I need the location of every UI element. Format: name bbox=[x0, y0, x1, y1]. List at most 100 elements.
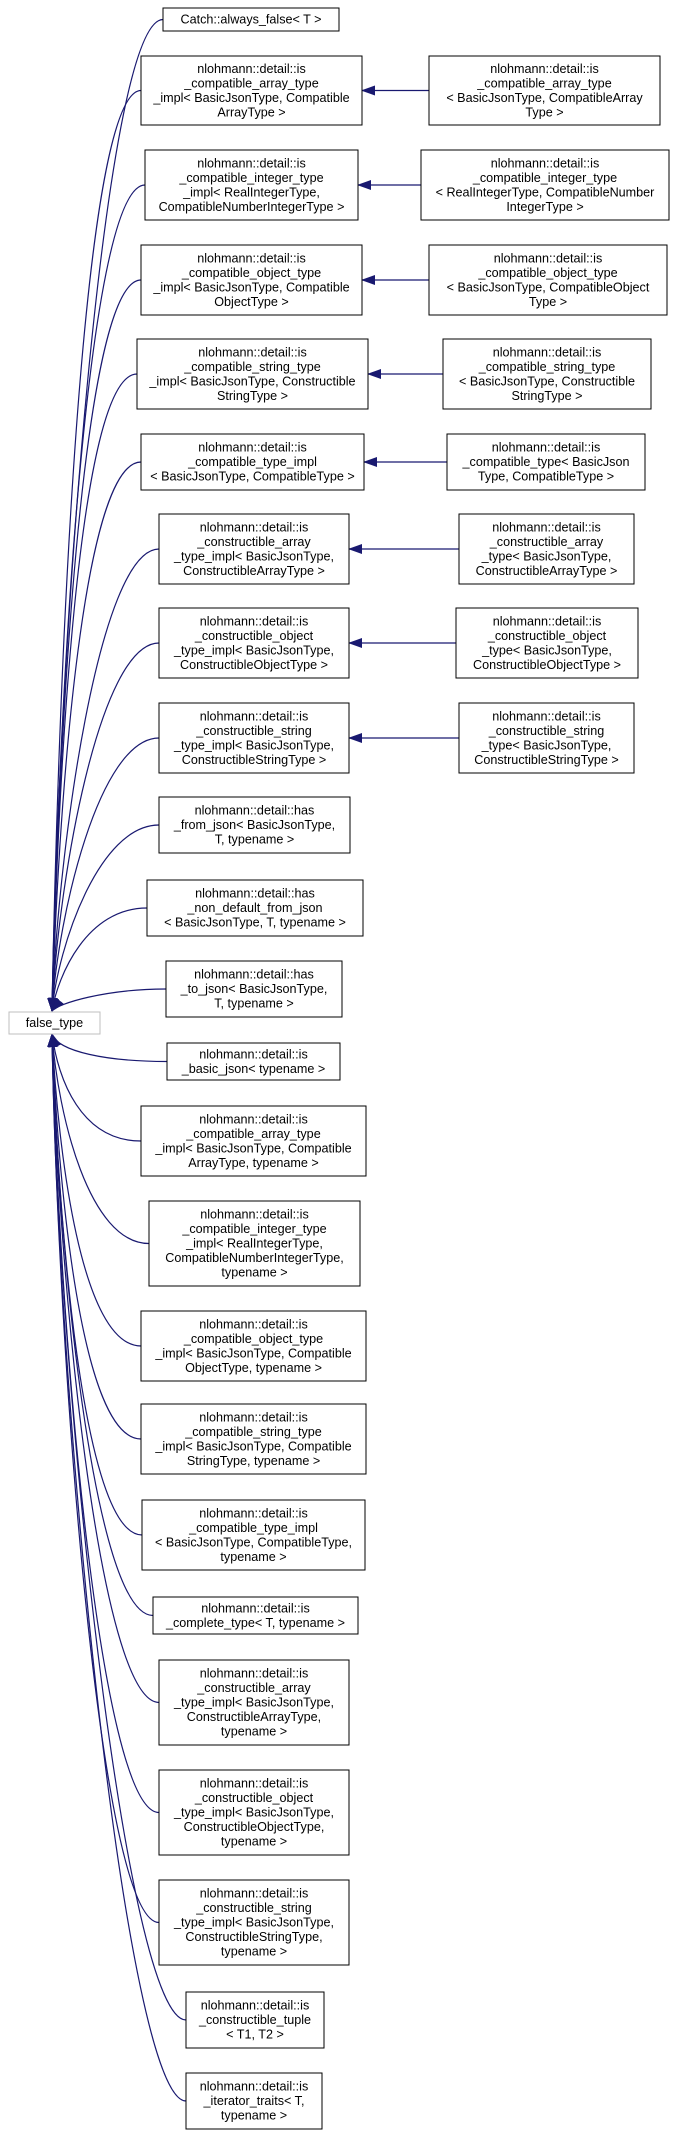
class-node-n19[interactable]: nlohmann::detail::is_complete_type< T, t… bbox=[152, 1596, 359, 1635]
class-node-n12-label-line: T, typename > bbox=[214, 997, 293, 1011]
edge-n11-to-root bbox=[49, 907, 148, 1012]
false-type-node[interactable]: false_type bbox=[8, 1011, 101, 1035]
class-node-n7[interactable]: nlohmann::detail::is_constructible_array… bbox=[158, 513, 350, 585]
class-node-n9[interactable]: nlohmann::detail::is_constructible_strin… bbox=[158, 702, 350, 774]
class-node-n14-label-line: ArrayType, typename > bbox=[188, 1156, 319, 1170]
class-node-n21-label-line: _type_impl< BasicJsonType, bbox=[173, 1806, 334, 1820]
class-node-n11-label-line: _non_default_from_json bbox=[186, 901, 322, 915]
derived-class-node-d7-box bbox=[458, 513, 635, 585]
edge-n15-to-root bbox=[47, 1033, 150, 1245]
class-node-n6-label-line: nlohmann::detail::is bbox=[198, 441, 307, 455]
edge-n10-to-root bbox=[48, 824, 160, 1012]
class-node-n20[interactable]: nlohmann::detail::is_constructible_array… bbox=[158, 1659, 350, 1746]
edge-n6-to-root bbox=[47, 461, 142, 1012]
class-node-n4-label-line: _impl< BasicJsonType, Compatible bbox=[152, 280, 349, 294]
class-node-n17-label-line: StringType, typename > bbox=[187, 1454, 320, 1468]
class-node-n24[interactable]: nlohmann::detail::is_iterator_traits< T,… bbox=[185, 2072, 323, 2130]
class-node-n3-label-line: CompatibleNumberIntegerType > bbox=[159, 200, 345, 214]
class-node-n10[interactable]: nlohmann::detail::has_from_json< BasicJs… bbox=[158, 796, 351, 854]
class-node-n21[interactable]: nlohmann::detail::is_constructible_objec… bbox=[158, 1769, 350, 1856]
class-node-n1[interactable]: Catch::always_false< T > bbox=[162, 7, 340, 32]
edge-n19-to-root bbox=[47, 1033, 154, 1617]
class-node-n24-box bbox=[185, 2072, 323, 2130]
class-node-n8-label-line: _constructible_object bbox=[194, 629, 314, 643]
edge-n7-to-root bbox=[47, 548, 160, 1012]
derived-class-node-d7[interactable]: nlohmann::detail::is_constructible_array… bbox=[458, 513, 635, 585]
class-node-n2-label-line: _compatible_array_type bbox=[183, 76, 318, 90]
class-node-n23[interactable]: nlohmann::detail::is_constructible_tuple… bbox=[185, 1991, 325, 2049]
class-node-n19-label-line: nlohmann::detail::is bbox=[201, 1601, 310, 1615]
class-node-n17[interactable]: nlohmann::detail::is_compatible_string_t… bbox=[140, 1403, 367, 1475]
class-node-n17-label-line: _compatible_string_type bbox=[184, 1425, 322, 1439]
class-node-n17-label-line: _impl< BasicJsonType, Compatible bbox=[154, 1439, 351, 1453]
class-node-n8-label-line: nlohmann::detail::is bbox=[200, 614, 309, 628]
class-node-n9-label-line: _constructible_string bbox=[195, 724, 312, 738]
derived-class-node-d6-label-line: Type, CompatibleType > bbox=[478, 470, 614, 484]
class-node-n22-label-line: _constructible_string bbox=[195, 1901, 312, 1915]
class-node-n14-label-line: nlohmann::detail::is bbox=[199, 1112, 308, 1126]
derived-class-node-d3-box bbox=[420, 149, 670, 221]
class-node-n20-label-line: typename > bbox=[221, 1725, 287, 1739]
class-node-n10-label-line: _from_json< BasicJsonType, bbox=[173, 818, 335, 832]
class-node-n24-label-line: _iterator_traits< T, bbox=[203, 2094, 305, 2108]
class-node-n10-label-line: nlohmann::detail::has bbox=[195, 804, 315, 818]
class-node-n4[interactable]: nlohmann::detail::is_compatible_object_t… bbox=[140, 244, 363, 316]
class-node-n16[interactable]: nlohmann::detail::is_compatible_object_t… bbox=[140, 1310, 367, 1382]
class-node-n14-label-line: _impl< BasicJsonType, Compatible bbox=[154, 1141, 351, 1155]
class-node-n3-label-line: nlohmann::detail::is bbox=[197, 156, 306, 170]
derived-class-node-d3-label-line: _compatible_integer_type bbox=[472, 171, 617, 185]
class-node-n23-label-line: nlohmann::detail::is bbox=[201, 1999, 310, 2013]
class-node-n2-label-line: nlohmann::detail::is bbox=[197, 62, 306, 76]
class-node-n8[interactable]: nlohmann::detail::is_constructible_objec… bbox=[158, 607, 350, 679]
derived-class-node-d7-label-line: _constructible_array bbox=[489, 535, 604, 549]
derived-class-node-d9-label-line: _constructible_string bbox=[488, 724, 605, 738]
derived-class-node-d3-label-line: < RealIntegerType, CompatibleNumber bbox=[436, 185, 655, 199]
class-node-n18-label-line: typename > bbox=[220, 1550, 286, 1564]
derived-class-node-d9-label-line: _type< BasicJsonType, bbox=[481, 738, 612, 752]
class-node-n2[interactable]: nlohmann::detail::is_compatible_array_ty… bbox=[140, 55, 363, 126]
class-node-n5[interactable]: nlohmann::detail::is_compatible_string_t… bbox=[136, 338, 369, 410]
class-node-n14[interactable]: nlohmann::detail::is_compatible_array_ty… bbox=[140, 1105, 367, 1177]
class-node-n9-label-line: nlohmann::detail::is bbox=[200, 709, 309, 723]
derived-class-node-d9[interactable]: nlohmann::detail::is_constructible_strin… bbox=[458, 702, 635, 774]
edge-n16-to-root bbox=[47, 1033, 142, 1347]
class-node-n10-box bbox=[158, 796, 351, 854]
derived-class-node-d2[interactable]: nlohmann::detail::is_compatible_array_ty… bbox=[428, 55, 661, 126]
edge-n13-to-root bbox=[51, 1033, 168, 1063]
class-node-n12-label-line: _to_json< BasicJsonType, bbox=[180, 982, 328, 996]
class-node-n4-label-line: nlohmann::detail::is bbox=[197, 251, 306, 265]
class-node-n14-box bbox=[140, 1105, 367, 1177]
class-node-n22[interactable]: nlohmann::detail::is_constructible_strin… bbox=[158, 1879, 350, 1966]
derived-class-node-d8-box bbox=[455, 607, 639, 679]
class-node-n16-label-line: _impl< BasicJsonType, Compatible bbox=[154, 1346, 351, 1360]
class-node-n12[interactable]: nlohmann::detail::has_to_json< BasicJson… bbox=[165, 960, 343, 1018]
class-node-n7-label-line: _type_impl< BasicJsonType, bbox=[173, 549, 334, 563]
class-node-n11[interactable]: nlohmann::detail::has_non_default_from_j… bbox=[146, 879, 364, 937]
class-node-n5-label-line: _compatible_string_type bbox=[183, 360, 321, 374]
edge-n23-to-root bbox=[47, 1033, 187, 2021]
edge-n12-to-root bbox=[51, 988, 167, 1012]
class-node-n13[interactable]: nlohmann::detail::is_basic_json< typenam… bbox=[166, 1042, 341, 1081]
edge-n2-to-root bbox=[47, 89, 142, 1012]
class-node-n3[interactable]: nlohmann::detail::is_compatible_integer_… bbox=[144, 149, 359, 221]
class-node-n17-label-line: nlohmann::detail::is bbox=[199, 1410, 308, 1424]
class-node-n6[interactable]: nlohmann::detail::is_compatible_type_imp… bbox=[140, 433, 365, 491]
class-node-n3-label-line: _compatible_integer_type bbox=[178, 171, 323, 185]
derived-class-node-d2-label-line: < BasicJsonType, CompatibleArray bbox=[446, 91, 643, 105]
class-node-n15-label-line: typename > bbox=[221, 1266, 287, 1280]
class-node-n22-label-line: nlohmann::detail::is bbox=[200, 1887, 309, 1901]
derived-class-node-d4-label-line: < BasicJsonType, CompatibleObject bbox=[447, 280, 650, 294]
derived-class-node-d3[interactable]: nlohmann::detail::is_compatible_integer_… bbox=[420, 149, 670, 221]
class-node-n7-label-line: ConstructibleArrayType > bbox=[183, 564, 325, 578]
class-node-n18[interactable]: nlohmann::detail::is_compatible_type_imp… bbox=[141, 1499, 366, 1571]
derived-class-node-d8[interactable]: nlohmann::detail::is_constructible_objec… bbox=[455, 607, 639, 679]
class-node-n20-label-line: _constructible_array bbox=[196, 1681, 311, 1695]
class-node-n13-label-line: nlohmann::detail::is bbox=[199, 1047, 308, 1061]
class-node-n2-box bbox=[140, 55, 363, 126]
class-node-n16-label-line: _compatible_object_type bbox=[183, 1332, 323, 1346]
derived-class-node-d6[interactable]: nlohmann::detail::is_compatible_type< Ba… bbox=[446, 433, 646, 491]
class-node-n15[interactable]: nlohmann::detail::is_compatible_integer_… bbox=[148, 1200, 361, 1287]
derived-class-node-d5[interactable]: nlohmann::detail::is_compatible_string_t… bbox=[442, 338, 652, 410]
derived-class-node-d4[interactable]: nlohmann::detail::is_compatible_object_t… bbox=[428, 244, 668, 316]
class-node-n16-label-line: nlohmann::detail::is bbox=[199, 1317, 308, 1331]
